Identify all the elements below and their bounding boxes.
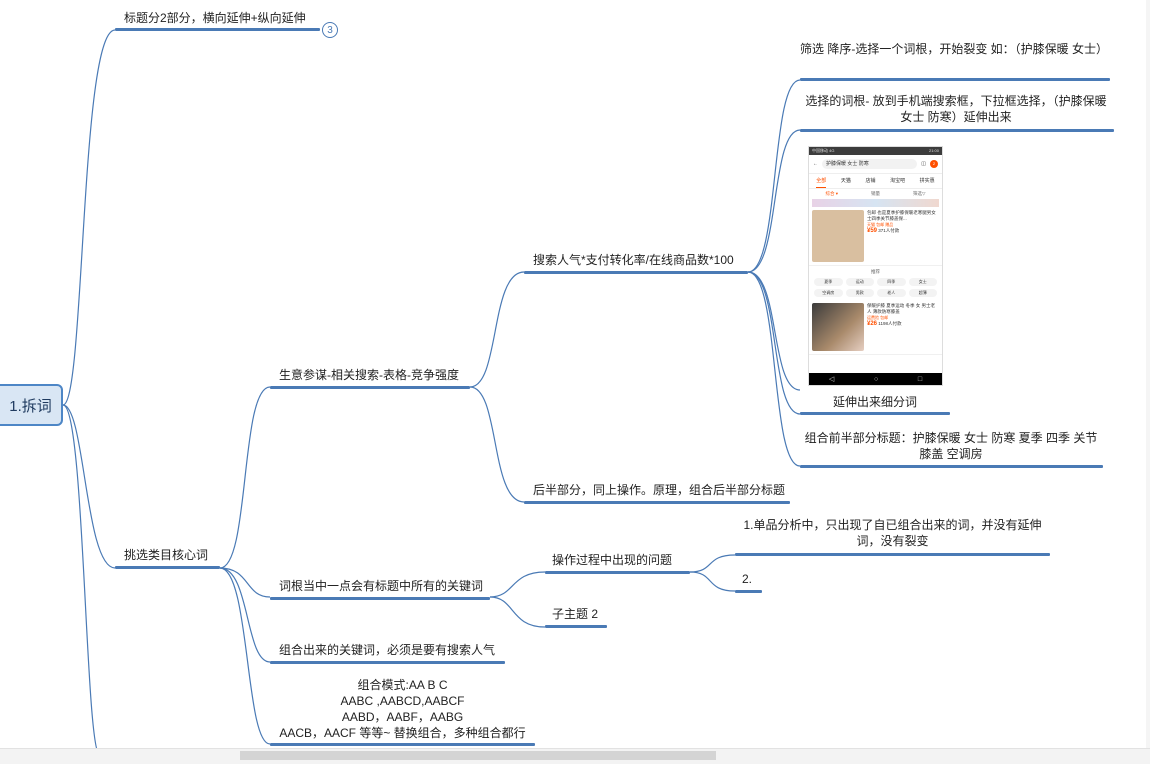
home-circle-icon: ○ (873, 375, 879, 383)
topic-pick-core[interactable]: 挑选类目核心词 (124, 548, 209, 562)
topic-underline (800, 78, 1110, 81)
product-sales: 371人付款 (878, 228, 900, 233)
phone-chip-title: 推荐 (871, 269, 880, 274)
horizontal-scrollbar[interactable] (0, 748, 1150, 764)
topic-combine-front[interactable]: 组合前半部分标题：护膝保暖 女士 防寒 夏季 四季 关节 膝盖 空调房 (804, 431, 1098, 461)
back-triangle-icon: ◁ (828, 376, 835, 383)
topic-phone-search[interactable]: 选择的词根- 放到手机端搜索框，下拉框选择，（护膝保暖 女士 防寒）延伸出来 (805, 94, 1107, 124)
topic-underline (115, 566, 220, 569)
notification-badge: 2 (930, 160, 938, 168)
root-topic-label: 1.拆词 (9, 397, 52, 415)
phone-suggest-chips: 夏季 运动 四季 女士 空调房 男款 老人 超薄 (809, 275, 942, 300)
product-title: 包邮 也是夏季护膝保暖老寒腿男女士四季关节膝盖保... (867, 210, 936, 221)
suggest-chip: 四季 (877, 278, 906, 286)
phone-filters: 综合 ▾ 销量 筛选▽ (809, 189, 942, 199)
topic-biz-advisor[interactable]: 生意参谋-相关搜索-表格-竞争强度 (279, 368, 459, 382)
pattern-line: AACB，AACF 等等~ 替换组合，多种组合都行 (279, 726, 526, 740)
topic-underline (270, 386, 470, 389)
topic-underline (545, 571, 690, 574)
phone-tab: 天猫 (840, 178, 851, 184)
topic-patterns[interactable]: 组合模式:AA B C AABC ,AABCD,AABCF AABD，AABF，… (270, 677, 535, 741)
suggest-chip: 女士 (908, 278, 937, 286)
topic-underline (735, 590, 762, 593)
product-price: ¥26 (867, 321, 878, 327)
topic-underline (735, 553, 1050, 556)
suggest-chip: 夏季 (814, 278, 843, 286)
phone-search-query: 护膝保暖 女士 防寒 (822, 159, 918, 169)
product-title: 保暖护膝 夏季运动 冬季 女 男士老人 薄款防寒膝盖 (867, 303, 935, 314)
topic-underline (800, 465, 1103, 468)
topic-issues[interactable]: 操作过程中出现的问题 (552, 553, 673, 567)
phone-product: 保暖护膝 夏季运动 冬季 女 男士老人 薄款防寒膝盖 运费险 包邮 ¥26 11… (809, 300, 942, 355)
product-tag: 天猫 包邮 赠品 (867, 222, 894, 227)
topic-underline (524, 271, 748, 274)
product-sales: 1198人付款 (878, 321, 902, 326)
topic-underline (800, 129, 1114, 132)
back-arrow-icon: ← (813, 161, 818, 167)
topic-underline (115, 28, 320, 31)
phone-tab: 拼实惠 (919, 178, 935, 184)
product-image (812, 210, 864, 262)
suggest-chip: 男款 (845, 289, 874, 297)
phone-filter: 销量 (871, 191, 881, 196)
topic-underline (524, 501, 790, 504)
camera-icon: ◫ (921, 161, 926, 167)
topic-title-split[interactable]: 标题分2部分，横向延伸+纵向延伸 (124, 11, 306, 25)
topic-underline (270, 597, 490, 600)
collapsed-count-badge[interactable]: 3 (322, 22, 338, 38)
pattern-line: AABD，AABF，AABG (341, 710, 464, 724)
topic-underline (270, 661, 505, 664)
phone-tabs: 全部 天猫 店铺 淘宝吧 拼实惠 (809, 174, 942, 189)
topic-extend-sub[interactable]: 延伸出来细分词 (833, 395, 918, 409)
topic-filter[interactable]: 筛选 降序-选择一个词根，开始裂变 如：（护膝保暖 女士） (800, 42, 1109, 56)
phone-tab: 店铺 (865, 178, 876, 184)
root-topic[interactable]: 1.拆词 (0, 384, 63, 426)
phone-search-screenshot[interactable]: 中国移动 4G 21:00 ← 护膝保暖 女士 防寒 ◫ 2 全部 天猫 店铺 … (808, 146, 943, 386)
product-image-strip (812, 199, 939, 207)
topic-underline (545, 625, 607, 628)
scrollbar-thumb[interactable] (240, 751, 716, 760)
status-time: 21:00 (928, 148, 939, 153)
suggest-chip: 老人 (877, 289, 906, 297)
pattern-line: 组合模式:AA B C (357, 678, 448, 692)
suggest-chip: 超薄 (908, 289, 937, 297)
topic-root-keywords[interactable]: 词根当中一点会有标题中所有的关键词 (279, 579, 484, 593)
phone-tab: 淘宝吧 (890, 178, 906, 184)
topic-issue-1[interactable]: 1.单品分析中，只出现了自已组合出来的词，并没有延伸词，没有裂变 (743, 518, 1042, 548)
topic-must-search[interactable]: 组合出来的关键词，必须是要有搜索人气 (279, 643, 496, 657)
phone-tab: 全部 (816, 174, 827, 188)
product-price: ¥59 (867, 228, 878, 234)
topic-issue-2[interactable]: 2. (742, 572, 753, 586)
phone-nav-bar: ◁ ○ □ (809, 373, 942, 385)
topic-second-half[interactable]: 后半部分，同上操作。原理，组合后半部分标题 (533, 483, 786, 497)
right-edge (1146, 0, 1150, 748)
status-carrier: 中国移动 4G (812, 148, 835, 153)
recents-square-icon: □ (917, 375, 923, 383)
topic-formula[interactable]: 搜索人气*支付转化率/在线商品数*100 (533, 253, 734, 267)
suggest-chip: 运动 (845, 278, 874, 286)
product-image (812, 303, 864, 351)
suggest-chip: 空调房 (814, 289, 843, 297)
phone-filter: 综合 ▾ (825, 191, 839, 196)
phone-product: 包邮 也是夏季护膝保暖老寒腿男女士四季关节膝盖保... 天猫 包邮 赠品 ¥59… (809, 207, 942, 266)
phone-status-bar: 中国移动 4G 21:00 (809, 147, 942, 155)
product-tag: 运费险 包邮 (867, 315, 889, 320)
phone-search-bar: ← 护膝保暖 女士 防寒 ◫ 2 (809, 155, 942, 174)
pattern-line: AABC ,AABCD,AABCF (340, 694, 465, 708)
topic-subtopic-2[interactable]: 子主题 2 (552, 607, 599, 621)
phone-filter: 筛选▽ (913, 191, 926, 196)
topic-underline (800, 412, 950, 415)
topic-underline (270, 743, 535, 746)
